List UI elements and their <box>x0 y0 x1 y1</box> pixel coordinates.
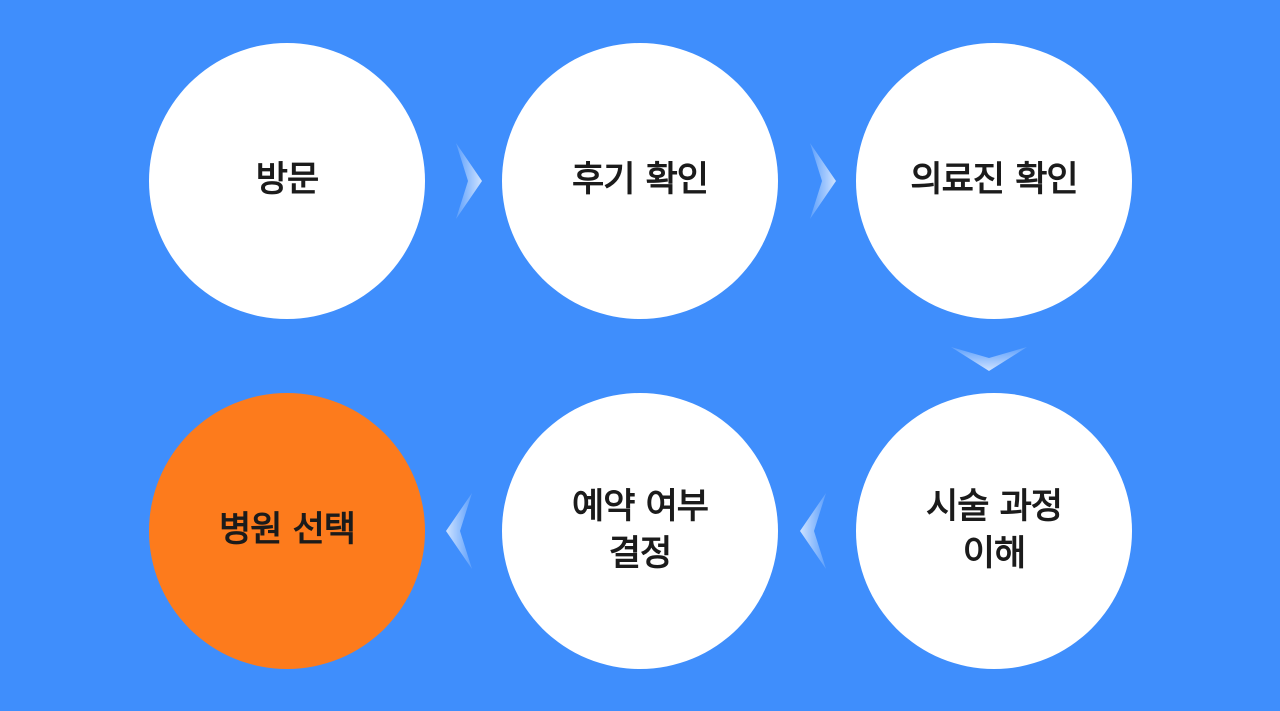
step-label: 의료진 확인 <box>910 160 1078 201</box>
step-check-reviews: 후기 확인 <box>502 43 778 319</box>
step-label: 예약 여부 결정 <box>572 486 709 574</box>
step-understand-procedure: 시술 과정 이해 <box>856 393 1132 669</box>
step-label: 후기 확인 <box>572 160 709 201</box>
step-check-medical-staff: 의료진 확인 <box>856 43 1132 319</box>
step-decide-reservation: 예약 여부 결정 <box>502 393 778 669</box>
step-select-hospital: 병원 선택 <box>149 393 425 669</box>
step-visit: 방문 <box>149 43 425 319</box>
step-label: 병원 선택 <box>219 510 356 551</box>
step-label: 방문 <box>255 160 319 201</box>
step-label: 시술 과정 이해 <box>926 486 1063 574</box>
